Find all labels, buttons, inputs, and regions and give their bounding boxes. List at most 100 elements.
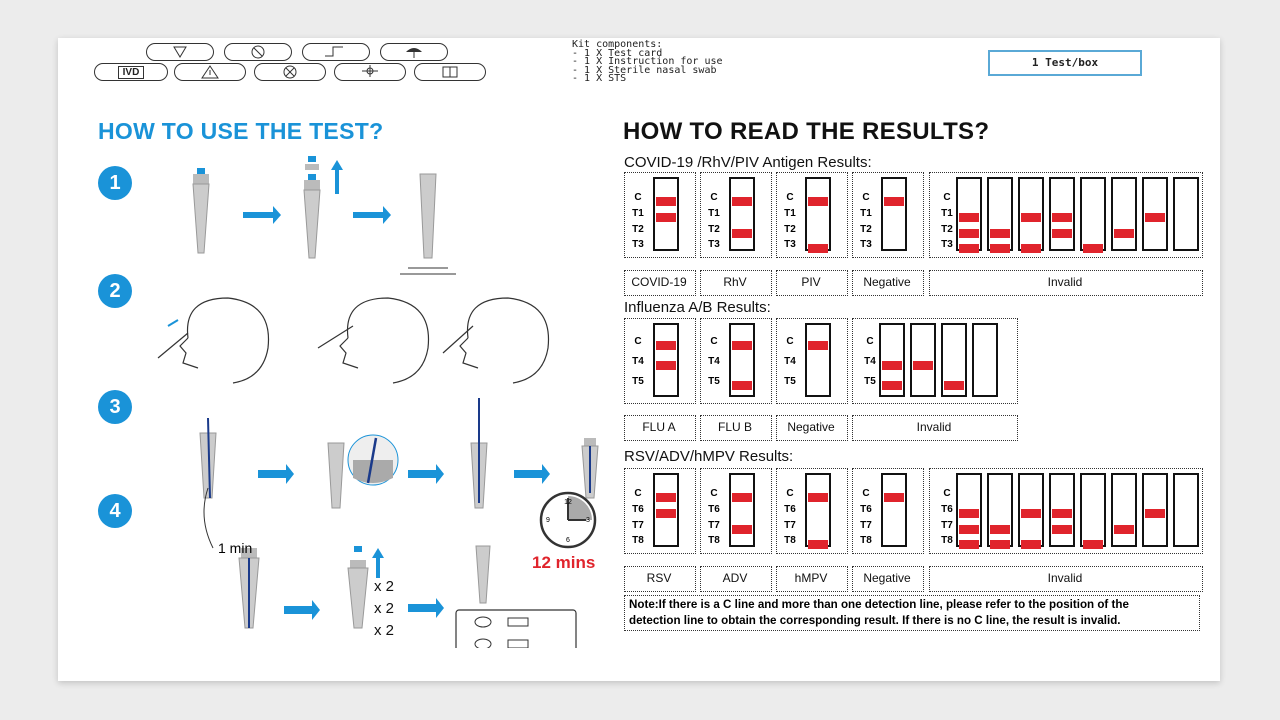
result-group: [929, 270, 1203, 296]
line-label: C: [634, 192, 641, 203]
line-label: T3: [784, 239, 796, 250]
result-line: [732, 525, 752, 534]
clock-number: 12: [564, 499, 572, 506]
line-label: T6: [941, 504, 953, 515]
result-group: [776, 172, 848, 258]
result-group: [700, 468, 772, 554]
result-line: [1021, 509, 1041, 518]
result-group: [776, 318, 848, 404]
line-label: T6: [708, 504, 720, 515]
line-label: T7: [784, 520, 796, 531]
result-group: [852, 415, 1018, 441]
test-box-panel: IVD Kit components: - 1 X Test card - 1 …: [58, 38, 1220, 681]
line-label: T5: [708, 376, 720, 387]
kit-component-item: - 1 X Instruction for use: [572, 56, 723, 67]
clock-number: 6: [566, 537, 570, 544]
line-label: T1: [784, 208, 796, 219]
result-group: [624, 468, 696, 554]
step-1-illustration: [192, 156, 456, 275]
test-cassette: [729, 473, 755, 547]
result-line: [944, 381, 964, 390]
result-line: [913, 361, 933, 370]
step-3-badge: 3: [98, 390, 132, 424]
line-label: C: [786, 336, 793, 347]
test-cassette: [1111, 473, 1137, 547]
result-group: [929, 566, 1203, 592]
result-line: [1021, 244, 1041, 253]
result-line: [732, 341, 752, 350]
line-label: T5: [784, 376, 796, 387]
drop-count: x 2: [374, 600, 395, 617]
invalid-label: Invalid: [1047, 275, 1083, 289]
note-line: Note:If there is a C line and more than …: [629, 598, 1129, 611]
line-label: T1: [860, 208, 872, 219]
result-group: [929, 172, 1203, 258]
result-line: [1114, 229, 1134, 238]
line-label: C: [943, 192, 950, 203]
result-line: [1083, 540, 1103, 549]
line-label: T2: [941, 224, 953, 235]
test-cassette: [987, 177, 1013, 251]
result-label: Negative: [787, 420, 835, 434]
result-group: [776, 415, 848, 441]
timer-label: 12 mins: [532, 553, 596, 572]
invalid-label: Invalid: [916, 420, 952, 434]
line-label: T7: [632, 520, 644, 531]
line-label: C: [634, 488, 641, 499]
line-label: T2: [784, 224, 796, 235]
result-line: [990, 525, 1010, 534]
result-group: [624, 415, 696, 441]
line-label: T7: [941, 520, 953, 531]
result-line: [656, 213, 676, 222]
result-label: FLU B: [717, 420, 752, 434]
result-group: [776, 270, 848, 296]
result-label: FLU A: [642, 420, 676, 434]
temperature-limit-icon: [302, 43, 370, 61]
result-line: [656, 197, 676, 206]
step-4-illustration: [238, 545, 577, 648]
result-label: COVID-19: [631, 275, 687, 289]
line-label: C: [710, 192, 717, 203]
test-cassette: [1111, 177, 1137, 251]
section-title-influenza: Influenza A/B Results:: [624, 299, 771, 316]
line-label: T8: [708, 535, 720, 546]
line-label: T3: [632, 239, 644, 250]
result-line: [1114, 525, 1134, 534]
result-line: [1145, 213, 1165, 222]
keep-dry-icon: [380, 43, 448, 61]
result-label: PIV: [801, 275, 821, 289]
line-label: T7: [860, 520, 872, 531]
result-line: [808, 244, 828, 253]
line-label: T6: [632, 504, 644, 515]
result-label: ADV: [722, 571, 748, 585]
test-box-label: 1 Test/box: [988, 50, 1142, 76]
result-group: [776, 468, 848, 554]
ivd-icon: IVD: [94, 63, 168, 81]
result-line: [1145, 509, 1165, 518]
result-line: [656, 361, 676, 370]
test-cassette: [729, 177, 755, 251]
step-2-illustration: [157, 297, 550, 384]
line-label: T5: [632, 376, 644, 387]
result-group: [776, 566, 848, 592]
consult-instructions-icon: [414, 63, 486, 81]
line-label: T3: [941, 239, 953, 250]
line-label: T3: [860, 239, 872, 250]
kit-component-item: - 1 X Sterile nasal swab: [572, 64, 717, 76]
result-label: Negative: [863, 275, 911, 289]
line-label: C: [786, 192, 793, 203]
result-line: [808, 341, 828, 350]
latex-free-icon: [224, 43, 292, 61]
do-not-reuse-icon: [146, 43, 214, 61]
result-line: [959, 244, 979, 253]
result-label: Negative: [863, 571, 911, 585]
result-line: [882, 361, 902, 370]
result-line: [884, 197, 904, 206]
result-line: [732, 493, 752, 502]
result-group: [852, 172, 924, 258]
invalid-label: Invalid: [1047, 571, 1083, 585]
result-group: [852, 270, 924, 296]
line-label: T1: [708, 208, 720, 219]
